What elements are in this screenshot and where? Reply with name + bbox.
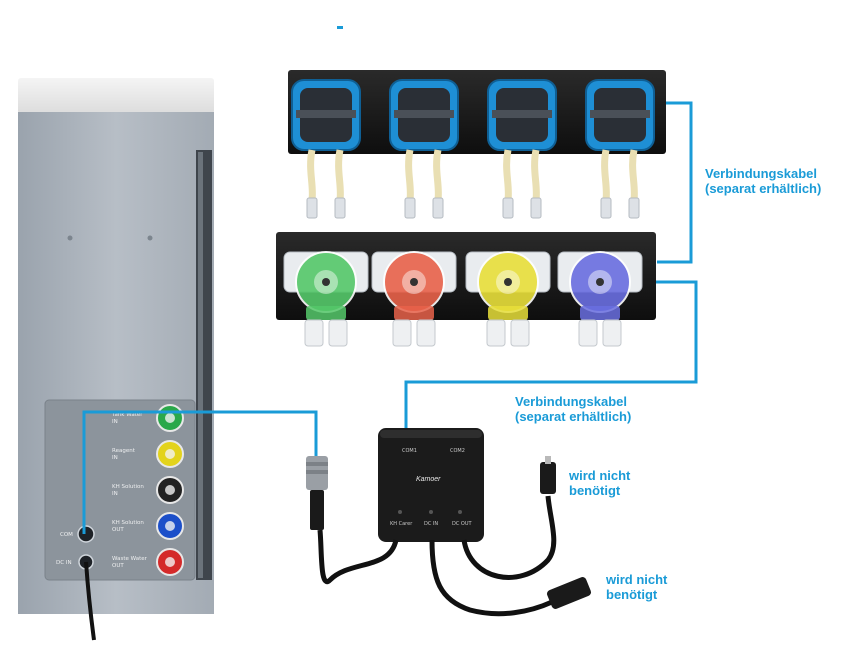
not-needed-1-line2: benötigt (569, 483, 621, 498)
tube-fitting (628, 197, 640, 219)
analyzer-port-label: KH Solution (112, 484, 144, 490)
analyzer-port-sub: IN (112, 455, 118, 461)
color-pump-0 (283, 251, 369, 347)
com-port (77, 525, 95, 543)
outlet-fitting (328, 319, 348, 347)
power-cable (84, 561, 96, 641)
tube (405, 149, 414, 201)
tube-fitting (334, 197, 346, 219)
colored-pump-heads (283, 251, 643, 347)
cable-label-mid: Verbindungskabel (separat erhältlich) (515, 394, 631, 424)
hub-port3-label: DC OUT (452, 521, 473, 527)
blue-pump-0 (291, 79, 361, 219)
not-needed-label-1: wird nicht benötigt (569, 468, 630, 498)
hub-cables (317, 495, 557, 617)
tube (335, 149, 344, 201)
dc-plug-bottom (546, 577, 592, 609)
tube-fitting (432, 197, 444, 219)
hub-box: COM1 COM2 Kamoer KH Carer DC IN DC OUT (378, 428, 484, 542)
connection-line-hub (404, 280, 698, 430)
tube (601, 149, 610, 201)
hub-port1-label: KH Carer (390, 521, 413, 527)
hub-com2-label: COM2 (450, 448, 465, 454)
color-pump-2 (465, 251, 551, 347)
tube (629, 149, 638, 201)
color-pump-1 (371, 251, 457, 347)
not-needed-2-line2: benötigt (606, 587, 658, 602)
blue-pump-1 (389, 79, 459, 219)
outlet-fitting (392, 319, 412, 347)
tube-fitting (404, 197, 416, 219)
dc-plug-top (540, 456, 556, 494)
hub-port2-label: DC IN (424, 521, 438, 527)
outlet-fitting (602, 319, 622, 347)
hub-brand-logo: Kamoer (416, 476, 441, 483)
connection-line-bars (657, 101, 693, 264)
analyzer-port-sub: OUT (112, 527, 124, 533)
not-needed-2-line1: wird nicht (606, 572, 668, 587)
top-dash-mark (337, 26, 343, 29)
analyzer-port-label: Reagent (112, 448, 136, 454)
tube-fitting (600, 197, 612, 219)
dc-in-port-label: DC IN (56, 560, 72, 566)
hub-com1-label: COM1 (402, 448, 417, 454)
cable-label-top-line2: (separat erhältlich) (705, 181, 822, 196)
not-needed-1-line1: wird nicht (569, 468, 631, 483)
tube-fitting (306, 197, 318, 219)
analyzer-port-label: Waste Water (112, 556, 148, 562)
not-needed-label-2: wird nicht benötigt (606, 572, 667, 602)
analyzer-port-label: KH Solution (112, 520, 144, 526)
tube (307, 149, 316, 201)
blue-pump-heads (291, 79, 655, 219)
outlet-fitting (304, 319, 324, 347)
color-pump-3 (557, 251, 643, 347)
analyzer-port-sub: IN (112, 491, 118, 497)
connection-line-analyzer (82, 410, 318, 534)
cable-label-mid-line2: (separat erhältlich) (515, 409, 632, 424)
outlet-fitting (486, 319, 506, 347)
blue-pump-2 (487, 79, 557, 219)
outlet-fitting (416, 319, 436, 347)
blue-pump-3 (585, 79, 655, 219)
outlet-fitting (578, 319, 598, 347)
pump-bar-blue (288, 70, 666, 154)
com-port-label: COM (60, 532, 73, 538)
cable-label-mid-line1: Verbindungskabel (515, 394, 627, 409)
analyzer-unit (18, 78, 214, 614)
tube (433, 149, 442, 201)
cable-label-top-line1: Verbindungskabel (705, 166, 817, 181)
tube-fitting (530, 197, 542, 219)
tube (503, 149, 512, 201)
tube (531, 149, 540, 201)
cable-label-top: Verbindungskabel (separat erhältlich) (705, 166, 821, 196)
tube-fitting (502, 197, 514, 219)
analyzer-port-label: Tank Water (111, 412, 143, 418)
outlet-fitting (510, 319, 530, 347)
analyzer-port-sub: OUT (112, 563, 124, 569)
aviation-connector (306, 456, 328, 530)
analyzer-port-sub: IN (112, 419, 118, 425)
